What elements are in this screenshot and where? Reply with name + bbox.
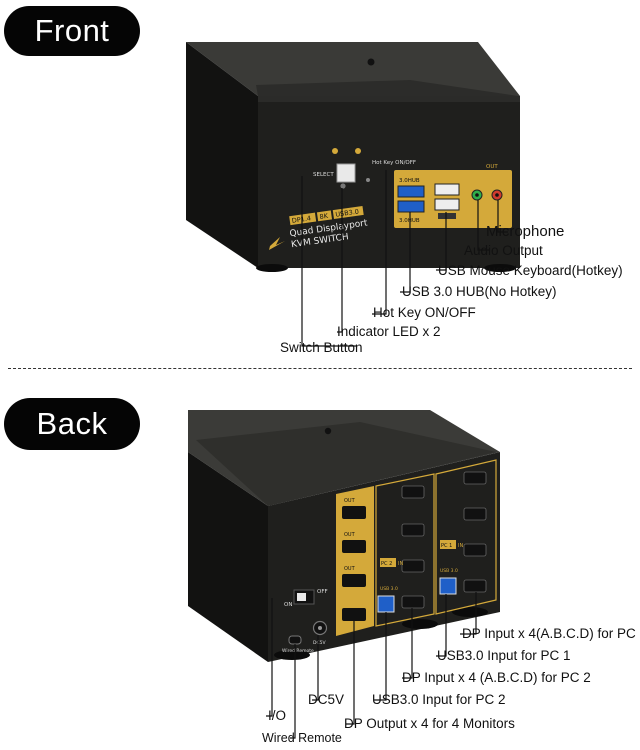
pc2-dp-ports [401,485,425,609]
callout-usb-hub: USB 3.0 HUB(No Hotkey) [402,284,557,299]
back-title: Back [36,406,108,441]
led-2-icon [355,148,361,154]
front-out-label: OUT [486,164,498,170]
pc1-input-panel [435,459,497,615]
wired-remote-port-icon [288,635,302,645]
badge-dp: DP1.4 [291,214,311,225]
back-left-side [188,452,268,662]
front-title: Front [34,13,110,48]
output-dp-ports [342,506,366,621]
callout-usb-mouse-keyboard: USB Mouse Keyboard(Hotkey) [438,263,623,278]
pc2-usb-label: USB 3.0 [380,586,398,592]
pc1-dp-port-c [463,543,487,557]
front-top-fold [256,80,518,96]
usb-kbm-port-2 [434,198,460,211]
pc1-in-label: IN [458,543,463,549]
on-label: ON [284,602,292,608]
usb-kbm-port-1 [434,183,460,196]
front-left-side [186,42,258,268]
back-leader-lines [266,592,477,739]
callout-switch-button: Switch Button [280,340,363,355]
hotkey-led-icon [366,178,370,182]
usb-hub-port-2 [397,200,425,213]
led-1-icon [332,148,338,154]
back-top-fold [196,422,496,506]
output-dp-port-a [342,506,366,519]
pc2-dp-port-b [401,523,425,537]
callout-io: I/O [268,708,287,723]
pc2-dp-port-d [401,595,425,609]
front-foot-left [256,264,288,272]
callout-microphone: Microphone [486,223,565,240]
callout-usb-input-pc1: USB3.0 Input for PC 1 [437,648,571,663]
back-title-pill: Back [4,398,140,450]
out-label-b: OUT [344,532,356,538]
pc1-usb-port-icon [439,577,457,595]
select-button-icon [336,163,356,183]
front-title-pill: Front [4,6,140,56]
select-label: SELECT [313,172,334,178]
callout-usb-input-pc2: USB3.0 Input for PC 2 [372,692,506,707]
badge-8k: 8K [319,212,329,221]
back-foot-left [274,650,310,660]
pc2-input-panel [375,473,435,627]
pc1-dp-port-a [463,471,487,485]
output-dp-port-d [342,608,366,621]
pc1-label: PC 1 [441,543,452,549]
pc1-dp-port-b [463,507,487,521]
front-face-lip [258,96,520,102]
callout-dp-input-pc1: DP Input x 4(A.B.C.D) for PC 1 [462,626,640,641]
back-face [268,452,500,662]
back-top-screw-icon [324,427,332,435]
out-label-c: OUT [344,566,356,572]
pc2-in-label: IN [398,561,403,567]
front-top-screw-icon [367,58,375,66]
callout-hot-key: Hot Key ON/OFF [373,305,476,320]
indicator-led-icon [340,183,346,189]
dc-panel-label: DC5V [313,640,326,646]
front-top-surface [186,42,520,96]
callout-dp-output: DP Output x 4 for 4 Monitors [344,716,515,731]
front-leader-lines [301,170,508,347]
pc2-dp-port-c [401,559,425,573]
back-foot-right [452,607,488,617]
output-port-panel [336,486,374,636]
pc1-usb-label: USB 3.0 [440,568,458,574]
output-dp-port-b [342,540,366,553]
wired-remote-panel-label: Wired Remote [282,648,314,654]
callout-indicator-led: Indicator LED x 2 [337,324,441,339]
badge-usb: USB3.0 [335,208,360,219]
pc2-dp-port-a [401,485,425,499]
output-dp-port-c [342,574,366,587]
off-label: OFF [317,589,328,595]
callout-dc5v: DC5V [308,692,345,707]
usb-hub-port-1 [397,185,425,198]
front-device-illustration: SELECT Hot Key ON/OFF DP1.4 8K USB3.0 Qu… [186,42,520,347]
pc2-usb-port-icon [377,595,395,613]
callout-dp-input-pc2: DP Input x 4 (A.B.C.D) for PC 2 [402,670,591,685]
out-label-a: OUT [344,498,356,504]
section-divider [8,368,632,369]
pc1-dp-port-d [463,579,487,593]
front-foot-right [484,264,516,272]
usb-top-label: 3.0HUB [399,178,420,184]
callout-wired-remote: Wired Remote [262,731,342,745]
pc2-label: PC 2 [381,561,392,567]
hotkey-panel-label: Hot Key ON/OFF [372,160,416,166]
pc1-dp-ports [463,471,487,593]
kbm-logo-icon [438,213,456,219]
callout-audio-output: Audio Output [464,243,543,258]
brand-logo-icon [269,237,285,250]
